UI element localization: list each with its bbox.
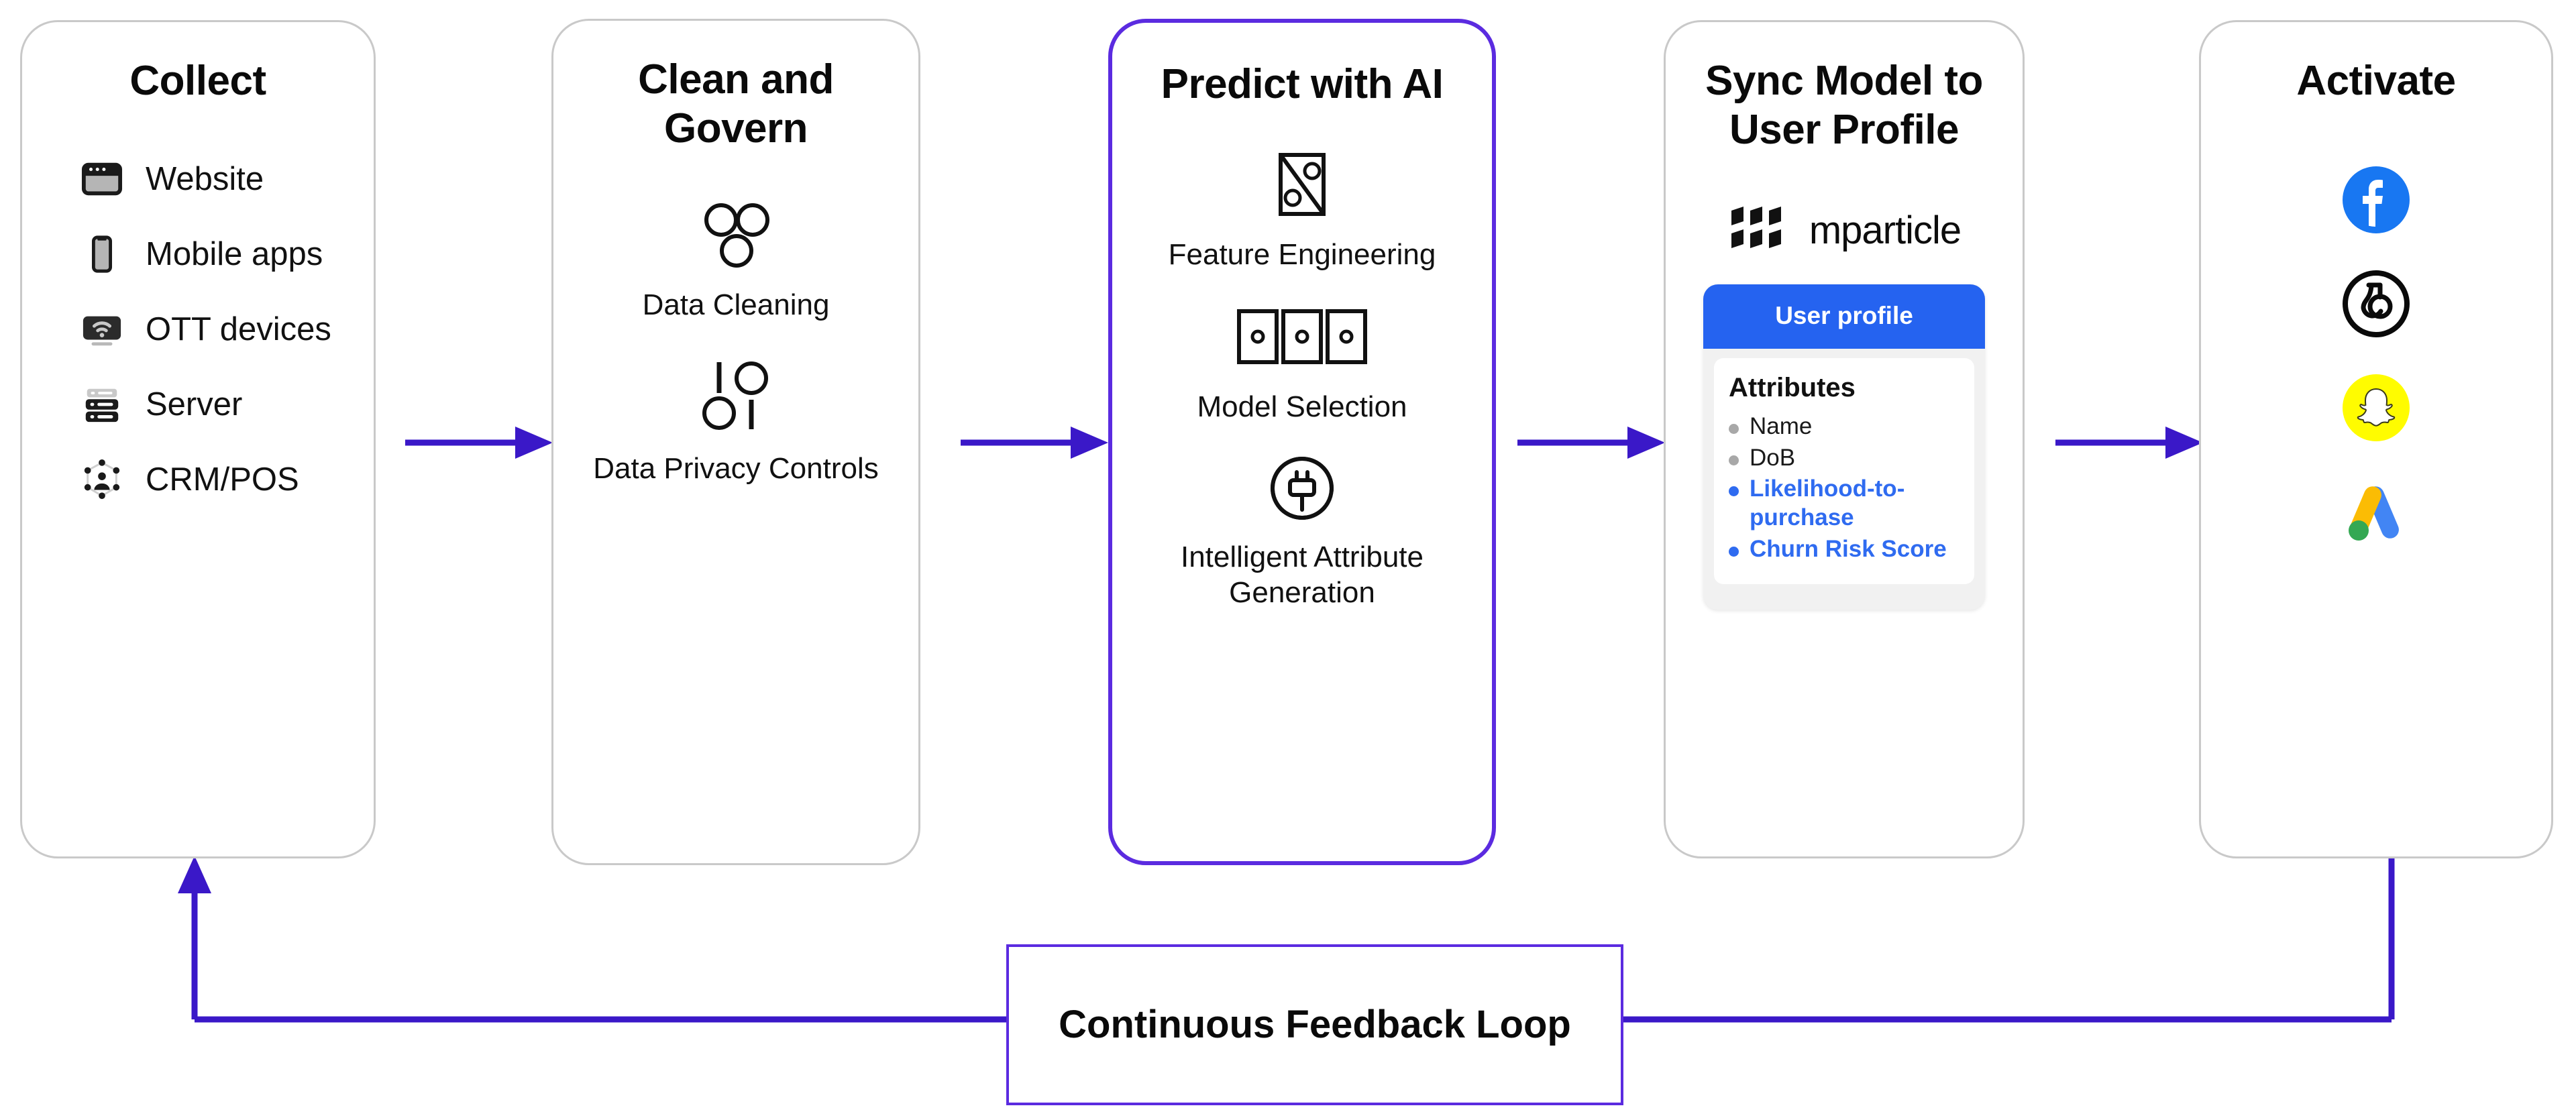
- browser-window-icon: [81, 158, 123, 200]
- list-item[interactable]: Server: [81, 384, 374, 425]
- server-rack-icon: [81, 384, 123, 425]
- collect-source-list: Website Mobile apps: [22, 158, 374, 500]
- stage-card-clean-and-govern[interactable]: Clean and Govern Data Cleaning: [551, 19, 920, 865]
- bullet-icon: [1729, 424, 1739, 435]
- user-profile-widget[interactable]: User profile Attributes Name DoB Likelih…: [1703, 284, 1985, 610]
- feature-label: Data Cleaning: [642, 288, 830, 322]
- continuous-feedback-loop-box[interactable]: Continuous Feedback Loop: [1006, 944, 1623, 1105]
- bullet-icon: [1729, 546, 1739, 557]
- mparticle-wordmark: mparticle: [1809, 208, 1962, 252]
- smartphone-icon: [81, 233, 123, 275]
- mparticle-logo: mparticle: [1727, 204, 1962, 256]
- snapchat-logo[interactable]: [2341, 373, 2411, 446]
- card-title-predict-with-ai: Predict with AI: [1161, 61, 1444, 107]
- attribute-row: Likelihood-to-purchase: [1729, 475, 1962, 532]
- list-item[interactable]: Mobile apps: [81, 233, 374, 275]
- brand-logo-list: [2339, 165, 2413, 550]
- list-item[interactable]: OTT devices: [81, 309, 374, 350]
- plug-circle-icon: [1269, 455, 1336, 525]
- facebook-logo[interactable]: [2341, 165, 2411, 238]
- list-item-label: CRM/POS: [146, 461, 299, 498]
- three-cards-icon: [1235, 304, 1369, 375]
- attribute-row: DoB: [1729, 444, 1962, 473]
- attribute-row: Name: [1729, 412, 1962, 441]
- feature-label: Model Selection: [1197, 390, 1407, 424]
- bullet-icon: [1729, 486, 1739, 497]
- feature-intelligent-attribute-generation[interactable]: Intelligent Attribute Generation: [1112, 455, 1492, 611]
- user-profile-header: User profile: [1703, 284, 1985, 349]
- stage-card-predict-with-ai[interactable]: Predict with AI Feature Engineering: [1108, 19, 1496, 865]
- tv-wifi-icon: [81, 309, 123, 350]
- card-title-clean-and-govern: Clean and Govern: [638, 56, 834, 152]
- list-item-label: Server: [146, 386, 243, 423]
- list-item-label: Mobile apps: [146, 235, 323, 272]
- feature-feature-engineering[interactable]: Feature Engineering: [1112, 151, 1492, 273]
- stage-card-sync-model-to-user-profile[interactable]: Sync Model to User Profile mparticle Use…: [1664, 20, 2025, 858]
- bullet-icon: [1729, 455, 1739, 465]
- stage-card-collect[interactable]: Collect Website: [20, 20, 376, 858]
- attribute-label: Churn Risk Score: [1750, 535, 1947, 562]
- stage-card-activate[interactable]: Activate: [2199, 20, 2553, 858]
- attribute-label: Name: [1750, 413, 1813, 440]
- crm-network-icon: [81, 459, 123, 500]
- feature-label: Intelligent Attribute Generation: [1180, 541, 1424, 609]
- feature-model-selection[interactable]: Model Selection: [1112, 304, 1492, 425]
- list-item-label: OTT devices: [146, 311, 331, 347]
- list-item[interactable]: CRM/POS: [81, 459, 374, 500]
- google-ads-logo[interactable]: [2339, 477, 2413, 550]
- arrow-predict-to-sync: [1517, 427, 1665, 459]
- split-square-icon: [1270, 151, 1334, 223]
- user-profile-body: Attributes Name DoB Likelihood-to-purcha…: [1703, 349, 1985, 610]
- feedback-loop-path: [178, 856, 2395, 1023]
- arrow-clean-to-predict: [961, 427, 1108, 459]
- arrow-collect-to-clean: [405, 427, 553, 459]
- arrow-sync-to-activate: [2055, 427, 2203, 459]
- feature-data-privacy-controls[interactable]: Data Privacy Controls: [553, 358, 918, 487]
- mparticle-mark-icon: [1731, 207, 1781, 249]
- feature-label: Data Privacy Controls: [593, 451, 879, 485]
- feature-data-cleaning[interactable]: Data Cleaning: [553, 203, 918, 323]
- toggle-sliders-icon: [699, 358, 773, 437]
- braze-logo[interactable]: [2341, 269, 2411, 342]
- attribute-label: Likelihood-to-purchase: [1750, 476, 1905, 531]
- three-circles-icon: [699, 203, 773, 273]
- card-title-collect: Collect: [129, 58, 266, 104]
- attributes-heading: Attributes: [1729, 373, 1856, 403]
- feature-label: Feature Engineering: [1168, 237, 1436, 271]
- card-title-activate: Activate: [2296, 58, 2456, 104]
- list-item[interactable]: Website: [81, 158, 374, 200]
- attribute-label: DoB: [1750, 444, 1796, 471]
- card-title-sync-model-to-user-profile: Sync Model to User Profile: [1705, 58, 1983, 153]
- attribute-row: Churn Risk Score: [1729, 535, 1962, 564]
- list-item-label: Website: [146, 160, 264, 197]
- continuous-feedback-loop-label: Continuous Feedback Loop: [1059, 1002, 1571, 1046]
